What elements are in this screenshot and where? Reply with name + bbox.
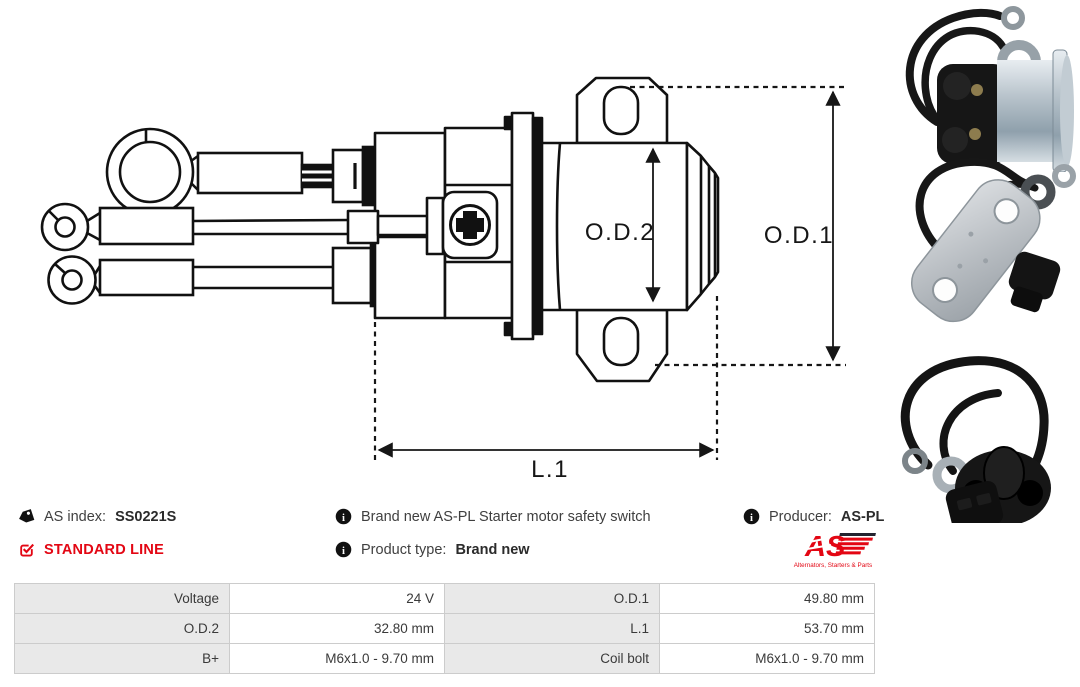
dimension-od1: O.D.1 xyxy=(630,85,846,367)
producer-label: Producer: xyxy=(769,508,832,525)
tag-icon xyxy=(19,509,35,523)
spec-label: B+ xyxy=(14,643,230,674)
product-photo-rear xyxy=(900,356,1051,523)
od1-label: O.D.1 xyxy=(764,222,834,249)
as-index-value: SS0221S xyxy=(115,508,177,525)
producer-row: i Producer: AS-PL xyxy=(743,508,884,525)
as-index-row: AS index: SS0221S xyxy=(18,508,176,525)
od2-label: O.D.2 xyxy=(585,219,655,246)
standard-line-label: STANDARD LINE xyxy=(44,541,164,558)
product-photo-solenoid xyxy=(905,6,1074,172)
ring-terminal-large xyxy=(105,127,380,217)
ring-terminal xyxy=(1020,174,1056,210)
wire xyxy=(921,26,1007,136)
product-type-row: i Product type: Brand new xyxy=(335,541,530,558)
table-row: O.D.2 32.80 mm L.1 53.70 mm xyxy=(14,613,875,644)
spec-value: 24 V xyxy=(229,583,445,614)
spec-value: 32.80 mm xyxy=(229,613,445,644)
phillips-screw-icon xyxy=(456,211,484,239)
spec-value: M6x1.0 - 9.70 mm xyxy=(229,643,445,674)
svg-text:i: i xyxy=(342,546,345,557)
product-type-value: Brand new xyxy=(455,541,530,558)
logo-tagline: Alternators, Starters & Parts xyxy=(794,562,872,569)
spec-table: Voltage 24 V O.D.1 49.80 mm O.D.2 32.80 … xyxy=(14,583,875,674)
switch-body xyxy=(346,111,720,341)
svg-text:i: i xyxy=(342,513,345,524)
ring-terminal-lower xyxy=(47,243,385,308)
spec-label: O.D.1 xyxy=(444,583,660,614)
chrome-cylinder xyxy=(997,60,1055,162)
info-icon: i xyxy=(335,541,352,558)
dimension-l1: L.1 xyxy=(373,296,719,483)
product-description: Brand new AS-PL Starter motor safety swi… xyxy=(361,508,651,525)
description-row: i Brand new AS-PL Starter motor safety s… xyxy=(335,508,651,525)
spec-value: M6x1.0 - 9.70 mm xyxy=(659,643,875,674)
spec-label: L.1 xyxy=(444,613,660,644)
ring-terminal-middle xyxy=(40,202,351,252)
svg-text:i: i xyxy=(750,513,753,524)
dimension-od2: O.D.2 xyxy=(585,147,661,303)
product-photo-mounting-plate xyxy=(910,157,1076,323)
product-type-label: Product type: xyxy=(361,541,447,558)
spec-value: 49.80 mm xyxy=(659,583,875,614)
producer-value: AS-PL xyxy=(840,508,885,525)
as-index-label: AS index: xyxy=(44,508,107,525)
table-row: B+ M6x1.0 - 9.70 mm Coil bolt M6x1.0 - 9… xyxy=(14,643,875,674)
wire xyxy=(900,356,1049,496)
mounting-bracket xyxy=(575,76,669,383)
info-icon: i xyxy=(743,508,760,525)
connector xyxy=(945,480,1004,523)
l1-label: L.1 xyxy=(531,456,569,483)
info-icon: i xyxy=(335,508,352,525)
diamond-plate xyxy=(910,179,1041,323)
spec-value: 53.70 mm xyxy=(659,613,875,644)
technical-diagram: O.D.2 O.D.1 L.1 xyxy=(40,76,846,483)
ring-terminal xyxy=(1052,164,1076,188)
spec-label: O.D.2 xyxy=(14,613,230,644)
ring-terminal xyxy=(902,448,928,474)
spec-label: Voltage xyxy=(14,583,230,614)
wire xyxy=(905,8,1004,126)
as-pl-logo: AS Alternators, Starters & Parts xyxy=(794,531,876,569)
checked-checkbox-icon xyxy=(20,543,35,557)
connector xyxy=(1008,251,1061,313)
table-row: Voltage 24 V O.D.1 49.80 mm xyxy=(14,583,875,614)
standard-line-row: STANDARD LINE xyxy=(18,541,164,558)
ring-terminal xyxy=(1001,6,1025,30)
spec-label: Coil bolt xyxy=(444,643,660,674)
wire xyxy=(915,157,1036,254)
